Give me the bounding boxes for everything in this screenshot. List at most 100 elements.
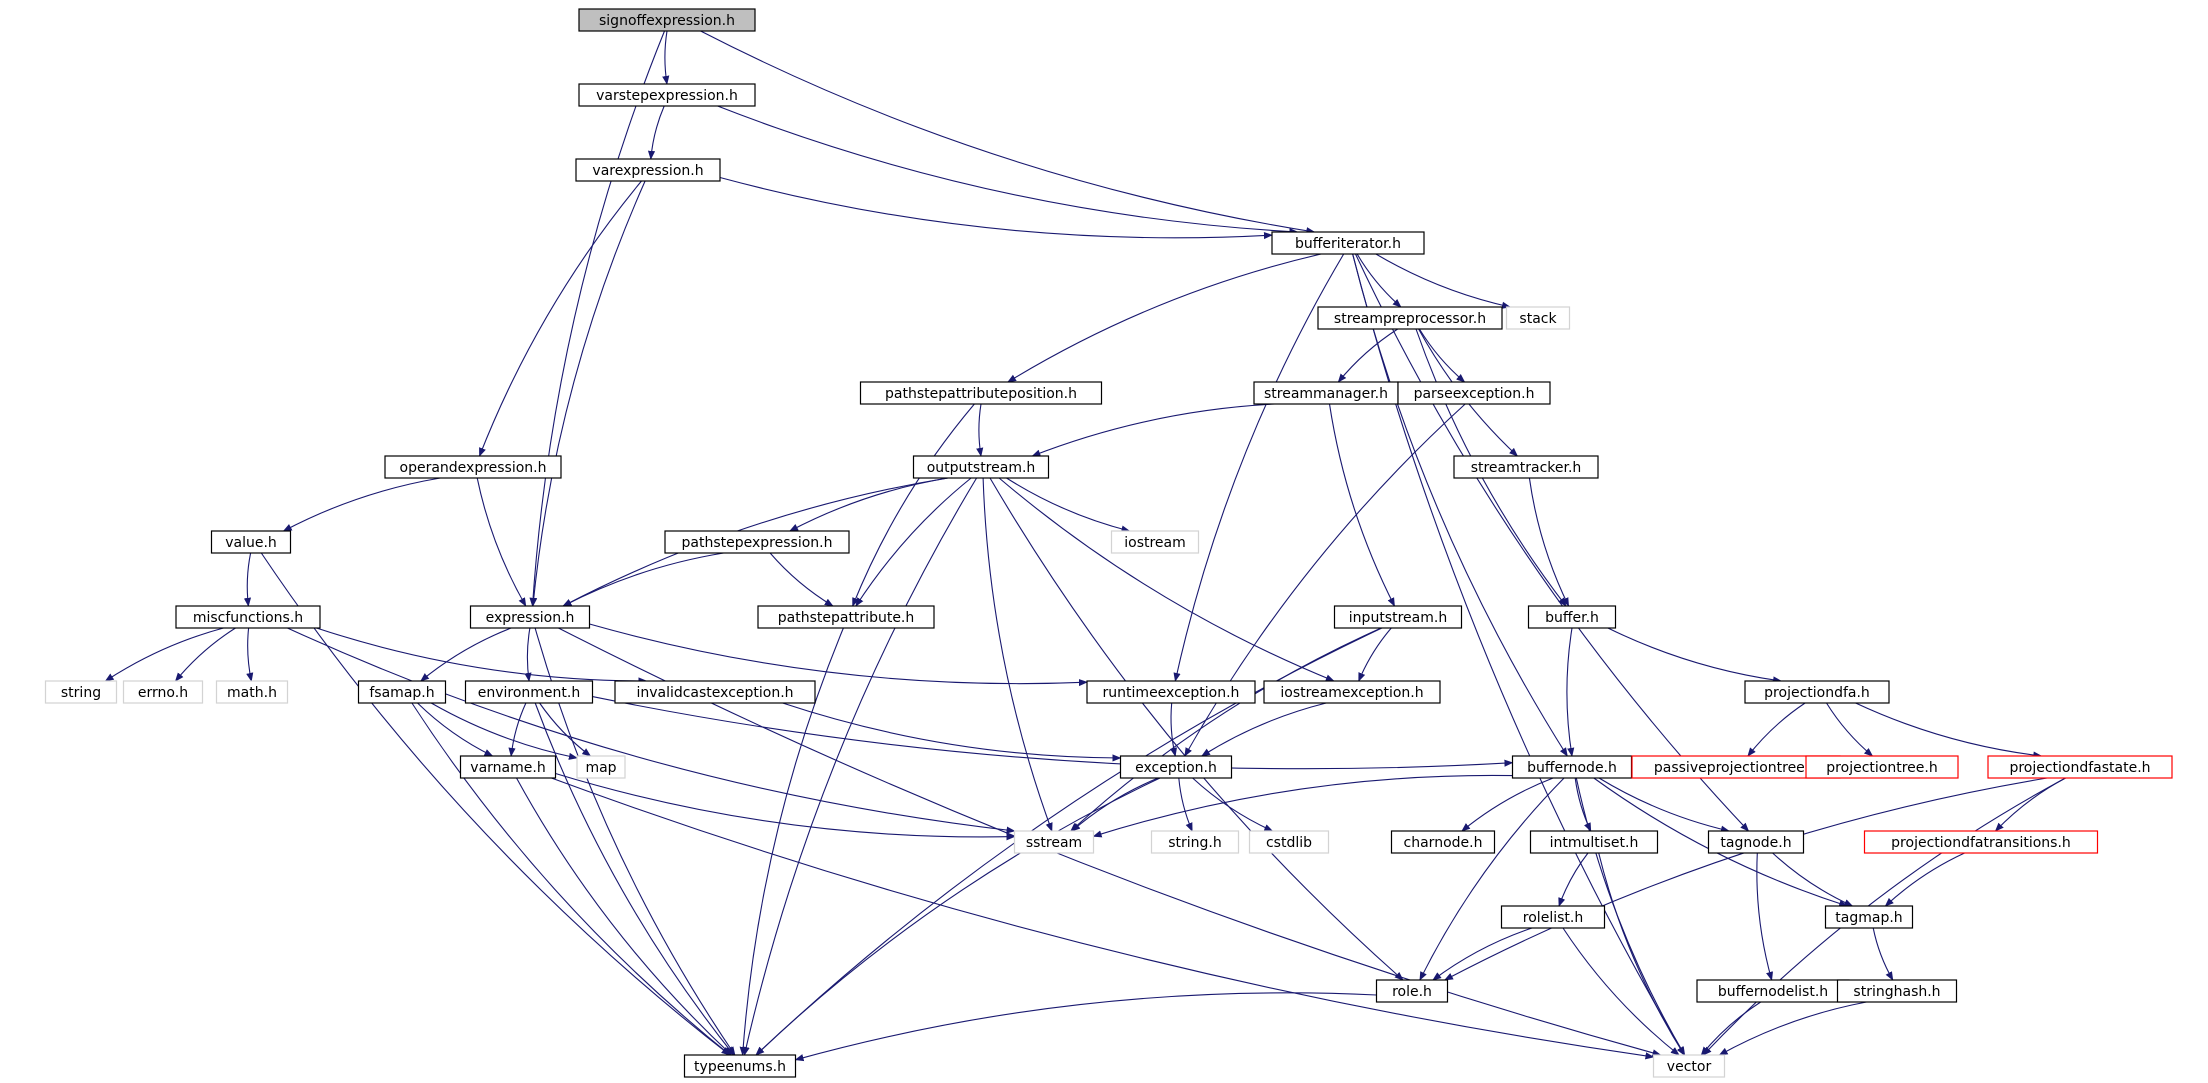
node-label: pathstepexpression.h	[682, 535, 833, 551]
edge-bufferiterator-to-runtimeexception	[1173, 253, 1345, 682]
edge-value-to-miscfunctions	[243, 552, 252, 607]
graph-node-runtimeexception[interactable]: runtimeexception.h	[1086, 680, 1256, 704]
graph-node-varstepexpression[interactable]: varstepexpression.h	[578, 83, 756, 107]
graph-node-projectiondfastate[interactable]: projectiondfastate.h	[1987, 755, 2173, 779]
edge-streampreprocessor-to-streammanager	[1337, 328, 1398, 383]
graph-node-bufferiterator[interactable]: bufferiterator.h	[1271, 231, 1425, 255]
edge-projectiondfatransitions-to-tagmap	[1884, 852, 1965, 907]
graph-node-operandexpression[interactable]: operandexpression.h	[384, 455, 562, 479]
graph-node-tagnode[interactable]: tagnode.h	[1707, 830, 1805, 854]
edge-varexpression-to-bufferiterator	[719, 176, 1273, 240]
node-label: signoffexpression.h	[599, 13, 735, 29]
graph-node-pathstepattributeposition[interactable]: pathstepattributeposition.h	[859, 381, 1103, 405]
graph-node-streammanager[interactable]: streammanager.h	[1253, 381, 1399, 405]
node-label: pathstepattributeposition.h	[885, 386, 1077, 402]
node-label: tagnode.h	[1720, 835, 1791, 851]
node-box	[1013, 830, 1095, 854]
edge-varexpression-to-expression	[530, 180, 646, 607]
edge-miscfunctions-to-string	[104, 627, 224, 682]
graph-node-miscfunctions[interactable]: miscfunctions.h	[175, 605, 321, 629]
edge-exception-to-stringh	[1178, 777, 1193, 832]
graph-node-varname[interactable]: varname.h	[459, 755, 557, 779]
node-box	[384, 455, 562, 479]
node-label: iostreamexception.h	[1280, 685, 1423, 701]
graph-node-signoffexpression[interactable]: signoffexpression.h	[578, 8, 756, 32]
graph-node-inputstream[interactable]: inputstream.h	[1333, 605, 1463, 629]
node-label: vector	[1667, 1059, 1712, 1075]
edge-operandexpression-to-value	[282, 477, 441, 532]
graph-node-buffer[interactable]: buffer.h	[1527, 605, 1617, 629]
graph-node-streampreprocessor[interactable]: streampreprocessor.h	[1317, 306, 1503, 330]
node-label: cstdlib	[1266, 835, 1312, 851]
graph-node-expression[interactable]: expression.h	[469, 605, 591, 629]
node-box	[215, 680, 289, 704]
edge-tagmap-to-stringhash	[1872, 927, 1894, 981]
node-label: expression.h	[486, 610, 575, 626]
graph-node-buffernodelist[interactable]: buffernodelist.h	[1696, 979, 1850, 1003]
graph-node-rolelist[interactable]: rolelist.h	[1500, 905, 1606, 929]
graph-node-intmultiset[interactable]: intmultiset.h	[1529, 830, 1659, 854]
graph-node-projectiondfatransitions[interactable]: projectiondfatransitions.h	[1863, 830, 2099, 854]
edge-expression-to-runtimeexception	[589, 623, 1088, 687]
edge-miscfunctions-to-sstream	[287, 627, 1016, 834]
graph-node-buffernode[interactable]: buffernode.h	[1511, 755, 1633, 779]
graph-node-parseexception[interactable]: parseexception.h	[1397, 381, 1551, 405]
graph-node-exception[interactable]: exception.h	[1119, 755, 1233, 779]
graph-node-invalidcastexception[interactable]: invalidcastexception.h	[614, 680, 816, 704]
node-label: streamtracker.h	[1471, 460, 1582, 476]
edge-varstepexpression-to-bufferiterator	[717, 105, 1299, 236]
edge-rolelist-to-role	[1432, 927, 1533, 981]
graph-node-pathstepattribute[interactable]: pathstepattribute.h	[757, 605, 935, 629]
graph-node-role[interactable]: role.h	[1375, 979, 1449, 1003]
edge-pathstepexpression-to-pathstepattribute	[769, 552, 834, 607]
node-box	[44, 680, 118, 704]
graph-node-pathstepexpression[interactable]: pathstepexpression.h	[664, 530, 850, 554]
graph-node-passiveprojectiontree[interactable]: passiveprojectiontree.h	[1631, 755, 1841, 779]
graph-node-charnode[interactable]: charnode.h	[1390, 830, 1496, 854]
edge-buffernode-to-charnode	[1461, 777, 1554, 832]
edge-projectiondfastate-to-role	[1444, 777, 2048, 981]
edge-outputstream-to-sstream	[982, 477, 1053, 832]
graph-node-tagmap[interactable]: tagmap.h	[1824, 905, 1914, 929]
node-box	[1805, 755, 1959, 779]
edge-inputstream-to-iostreamexception	[1358, 627, 1392, 682]
edge-outputstream-to-iostream	[1006, 477, 1131, 533]
graph-node-iostreamexception[interactable]: iostreamexception.h	[1263, 680, 1441, 704]
node-box	[1529, 830, 1659, 854]
node-box	[469, 605, 591, 629]
graph-node-environment[interactable]: environment.h	[464, 680, 594, 704]
node-label: string	[61, 685, 101, 701]
node-label: varexpression.h	[592, 163, 703, 179]
node-box	[1375, 979, 1449, 1003]
graph-node-outputstream[interactable]: outputstream.h	[912, 455, 1050, 479]
graph-node-projectiontree[interactable]: projectiontree.h	[1805, 755, 1959, 779]
edge-pathstepattribute-to-typeenums	[739, 627, 844, 1056]
graph-node-stringhash[interactable]: stringhash.h	[1836, 979, 1958, 1003]
graph-node-varexpression[interactable]: varexpression.h	[575, 158, 721, 182]
graph-node-streamtracker[interactable]: streamtracker.h	[1453, 455, 1599, 479]
node-label: fsamap.h	[369, 685, 434, 701]
edge-streamtracker-to-buffer	[1528, 477, 1570, 607]
edge-projectiondfa-to-projectiontree	[1826, 702, 1874, 757]
edge-exception-to-typeenums	[755, 777, 1161, 1056]
node-box	[1863, 830, 2099, 854]
node-label: iostream	[1124, 535, 1186, 551]
graph-node-value[interactable]: value.h	[210, 530, 292, 554]
node-label: projectiondfa.h	[1764, 685, 1870, 701]
edge-outputstream-to-iostreamexception	[998, 477, 1335, 682]
edge-varname-to-typeenums	[516, 777, 733, 1056]
node-label: environment.h	[478, 685, 580, 701]
graph-node-vector: vector	[1652, 1054, 1726, 1078]
edge-signoffexpression-to-expression	[529, 30, 666, 607]
edge-inputstream-to-typeenums	[755, 627, 1383, 1056]
node-box	[464, 680, 594, 704]
edge-exception-to-cstdlib	[1192, 777, 1274, 832]
edge-miscfunctions-to-errno	[174, 627, 236, 682]
graph-node-typeenums[interactable]: typeenums.h	[683, 1054, 797, 1078]
node-box	[614, 680, 816, 704]
graph-node-projectiondfa[interactable]: projectiondfa.h	[1744, 680, 1890, 704]
node-label: errno.h	[138, 685, 188, 701]
graph-node-fsamap[interactable]: fsamap.h	[357, 680, 447, 704]
edge-expression-to-vector	[558, 627, 1662, 1057]
